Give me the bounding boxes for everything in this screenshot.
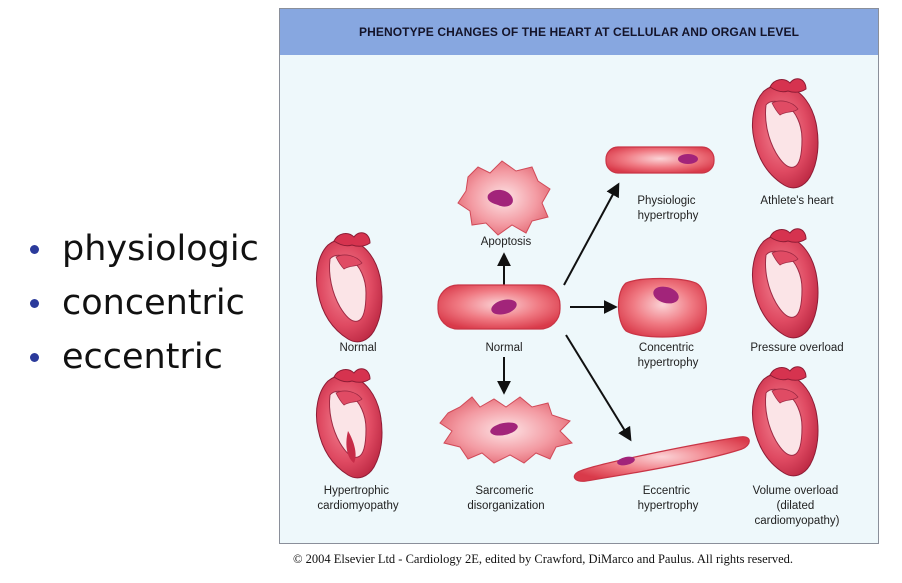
label-volume-overload: Volume overload (dilated cardiomyopathy) <box>753 485 842 527</box>
athletes-heart-image <box>751 78 819 189</box>
figure-header: PHENOTYPE CHANGES OF THE HEART AT CELLUL… <box>280 9 878 55</box>
bullet-dot <box>30 353 39 362</box>
normal-heart-image <box>315 232 383 343</box>
label-sarcomeric-disorganization: Sarcomeric disorganization <box>467 485 544 512</box>
apoptosis-cell-image <box>457 160 551 236</box>
label-hypertrophic-cardiomyopathy: Hypertrophic cardiomyopathy <box>317 485 398 512</box>
eccentric-hypertrophy-cell-image <box>573 436 750 482</box>
label-physiologic-hypertrophy: Physiologic hypertrophy <box>637 195 698 222</box>
hypertrophic-heart-image <box>315 368 383 479</box>
bullet-text: eccentric <box>62 337 223 377</box>
label-athletes-heart: Athlete's heart <box>760 195 834 207</box>
bullet-list: physiologic concentric eccentric <box>26 222 259 384</box>
copyright-notice: © 2004 Elsevier Ltd - Cardiology 2E, edi… <box>293 552 794 566</box>
label-normal-cell: Normal <box>485 342 522 354</box>
arrow-to-eccentric <box>565 334 632 442</box>
concentric-hypertrophy-cell-image <box>617 277 707 338</box>
label-pressure-overload: Pressure overload <box>750 342 843 354</box>
bullet-item: eccentric <box>26 330 259 384</box>
physiologic-hypertrophy-cell-image <box>605 146 715 174</box>
heart-phenotype-figure: PHENOTYPE CHANGES OF THE HEART AT CELLUL… <box>279 8 879 544</box>
label-eccentric-hypertrophy: Eccentric hypertrophy <box>638 485 699 512</box>
volume-overload-heart-image <box>751 366 819 477</box>
bullet-item: physiologic <box>26 222 259 276</box>
label-normal-heart: Normal <box>339 342 376 354</box>
bullet-text: physiologic <box>62 229 259 269</box>
bullet-dot <box>30 245 39 254</box>
figure-canvas: Apoptosis Normal Normal Physiologic hype… <box>315 78 844 527</box>
sarcomeric-disorganization-image <box>439 396 573 464</box>
arrow-to-physiologic <box>563 182 620 286</box>
pressure-overload-heart-image <box>751 228 819 339</box>
label-concentric-hypertrophy: Concentric hypertrophy <box>638 342 699 369</box>
figure-title: PHENOTYPE CHANGES OF THE HEART AT CELLUL… <box>358 25 800 39</box>
bullet-text: concentric <box>62 283 245 323</box>
bullet-dot <box>30 299 39 308</box>
normal-cell-image <box>437 284 561 330</box>
bullet-item: concentric <box>26 276 259 330</box>
label-apoptosis: Apoptosis <box>481 236 532 248</box>
